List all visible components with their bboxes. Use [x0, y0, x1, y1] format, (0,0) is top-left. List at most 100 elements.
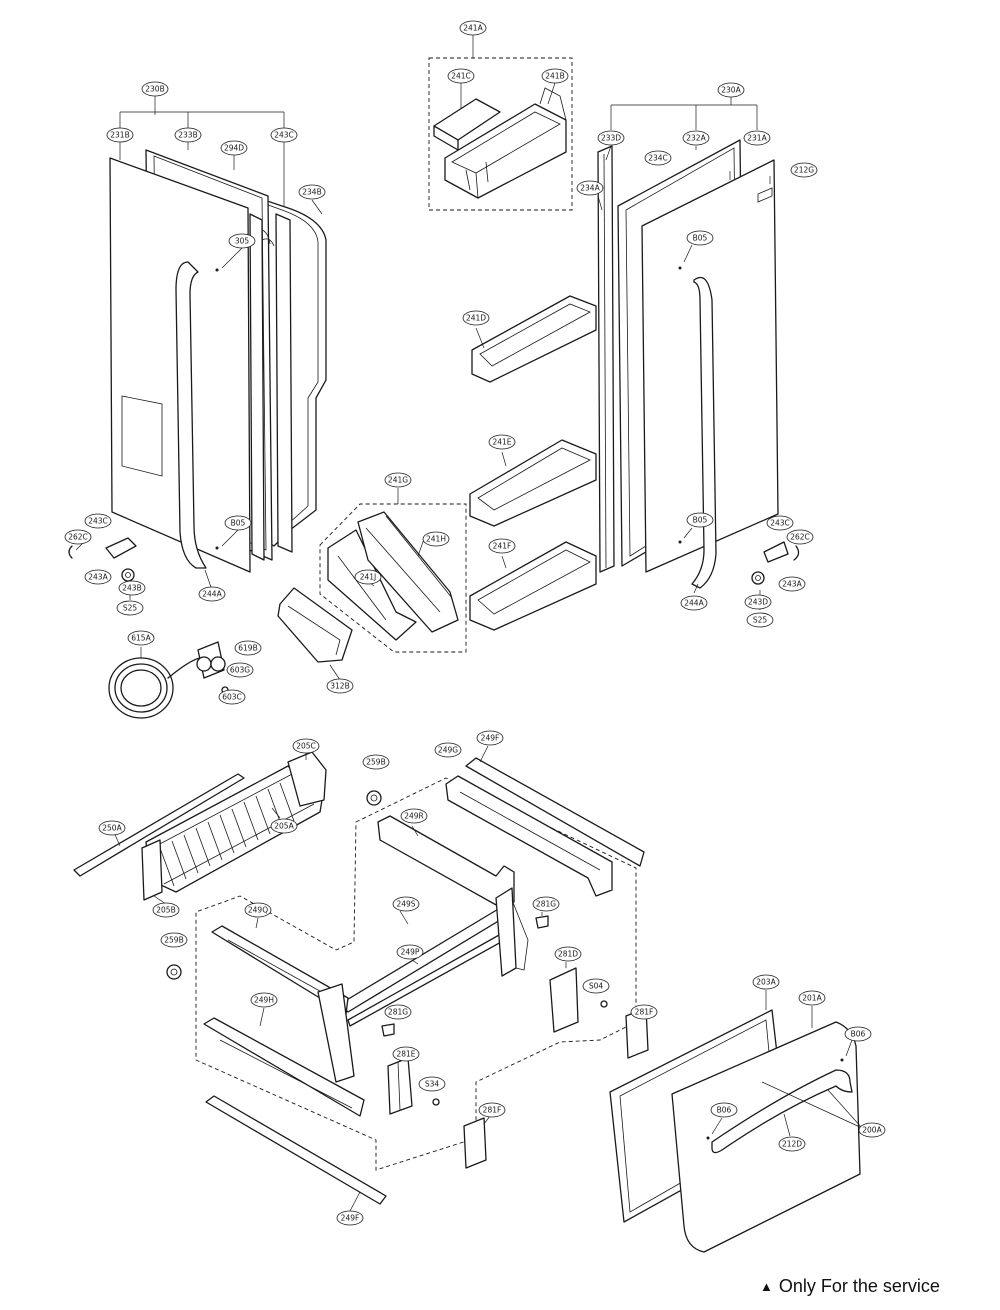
- callout-label: 232A: [686, 134, 706, 143]
- callout-label: 243A: [782, 580, 802, 589]
- callout-232a: 232A: [682, 130, 710, 146]
- callout-label: B05: [693, 516, 708, 525]
- box-241G: [319, 488, 467, 653]
- callout-oval: [746, 612, 774, 628]
- callout-244a: 244A: [680, 595, 708, 611]
- callout-oval: [292, 738, 320, 754]
- callout-label: 241J: [360, 573, 377, 582]
- callout-oval: [422, 531, 450, 547]
- callout-294d: 294D: [220, 140, 248, 156]
- callout-label: 241D: [466, 314, 486, 323]
- callout-label: 249F: [481, 734, 500, 743]
- callout-oval: [220, 140, 248, 156]
- callout-249p: 249P: [396, 944, 424, 960]
- callout-label: 241H: [426, 535, 446, 544]
- callout-oval: [766, 515, 794, 531]
- callout-label: 259B: [164, 936, 183, 945]
- drawer-door-assembly: [609, 990, 863, 1253]
- callout-label: 262C: [790, 533, 810, 542]
- callout-label: 244A: [202, 590, 222, 599]
- callout-label: 243B: [122, 584, 141, 593]
- callout-oval: [476, 730, 504, 746]
- callout-oval: [244, 902, 272, 918]
- callout-label: 241G: [388, 476, 408, 485]
- callout-label: 294D: [224, 144, 244, 153]
- callout-label: 603G: [230, 666, 250, 675]
- callout-s25: S25: [116, 600, 144, 616]
- callout-oval: [418, 1076, 446, 1092]
- callout-262c: 262C: [64, 529, 92, 545]
- callout-label: 243C: [274, 131, 294, 140]
- callout-label: 230A: [721, 86, 741, 95]
- callout-oval: [400, 808, 428, 824]
- callout-oval: [141, 81, 169, 97]
- callout-oval: [362, 754, 390, 770]
- callout-243a: 243A: [84, 569, 112, 585]
- callout-label: 212G: [794, 166, 814, 175]
- callout-label: 281F: [635, 1008, 654, 1017]
- callout-212d: 212D: [778, 1136, 806, 1152]
- callout-s04: S04: [582, 978, 610, 994]
- callout-603g: 603G: [226, 662, 254, 678]
- callout-label: 231A: [747, 134, 767, 143]
- callout-label: 205B: [156, 906, 175, 915]
- callout-oval: [462, 310, 490, 326]
- callout-b05: B05: [224, 515, 252, 531]
- callout-oval: [98, 820, 126, 836]
- callout-label: 234C: [648, 154, 668, 163]
- callout-label: 230B: [145, 85, 164, 94]
- callout-oval: [84, 569, 112, 585]
- callout-oval: [786, 529, 814, 545]
- callout-oval: [234, 640, 262, 656]
- callout-oval: [488, 434, 516, 450]
- callout-249f: 249F: [336, 1210, 364, 1226]
- callout-oval: [174, 127, 202, 143]
- callout-oval: [392, 896, 420, 912]
- callout-249h: 249H: [250, 992, 278, 1008]
- callout-oval: [488, 538, 516, 554]
- callout-label: 615A: [131, 634, 151, 643]
- callout-oval: [198, 586, 226, 602]
- callout-label: 619B: [238, 644, 257, 653]
- callout-label: 201A: [802, 994, 822, 1003]
- callout-241f: 241F: [488, 538, 516, 554]
- callout-oval: [790, 162, 818, 178]
- callout-label: 243A: [88, 573, 108, 582]
- callout-label: 231B: [110, 131, 129, 140]
- callout-281g: 281G: [384, 1004, 412, 1020]
- callout-281g: 281G: [532, 896, 560, 912]
- callout-oval: [710, 1102, 738, 1118]
- callout-oval: [597, 130, 625, 146]
- callout-b06: B06: [844, 1026, 872, 1042]
- part-312B: [277, 587, 353, 681]
- callout-oval: [778, 1136, 806, 1152]
- callout-label: 250A: [102, 824, 122, 833]
- callout-label: 281G: [388, 1008, 408, 1017]
- callout-241e: 241E: [488, 434, 516, 450]
- callout-212g: 212G: [790, 162, 818, 178]
- callout-249g: 249G: [434, 742, 462, 758]
- callout-oval: [752, 974, 780, 990]
- right-door-assembly: [597, 97, 800, 610]
- callout-oval: [250, 992, 278, 1008]
- callout-b05: B05: [686, 512, 714, 528]
- callout-241c: 241C: [447, 68, 475, 84]
- callout-label: 233B: [178, 131, 197, 140]
- wire-basket-205A: [73, 746, 382, 980]
- callout-oval: [354, 569, 382, 585]
- callout-label: 249H: [254, 996, 274, 1005]
- callout-label: B06: [717, 1106, 732, 1115]
- callout-label: 241E: [492, 438, 511, 447]
- callout-label: 241C: [451, 72, 471, 81]
- callout-oval: [717, 82, 745, 98]
- callout-234b: 234B: [298, 184, 326, 200]
- callout-241h: 241H: [422, 531, 450, 547]
- callout-label: 243C: [770, 519, 790, 528]
- callout-281f: 281F: [478, 1102, 506, 1118]
- callout-label: 212D: [782, 1140, 802, 1149]
- callout-oval: [228, 233, 256, 249]
- callout-oval: [326, 678, 354, 694]
- callout-oval: [858, 1122, 886, 1138]
- callout-oval: [64, 529, 92, 545]
